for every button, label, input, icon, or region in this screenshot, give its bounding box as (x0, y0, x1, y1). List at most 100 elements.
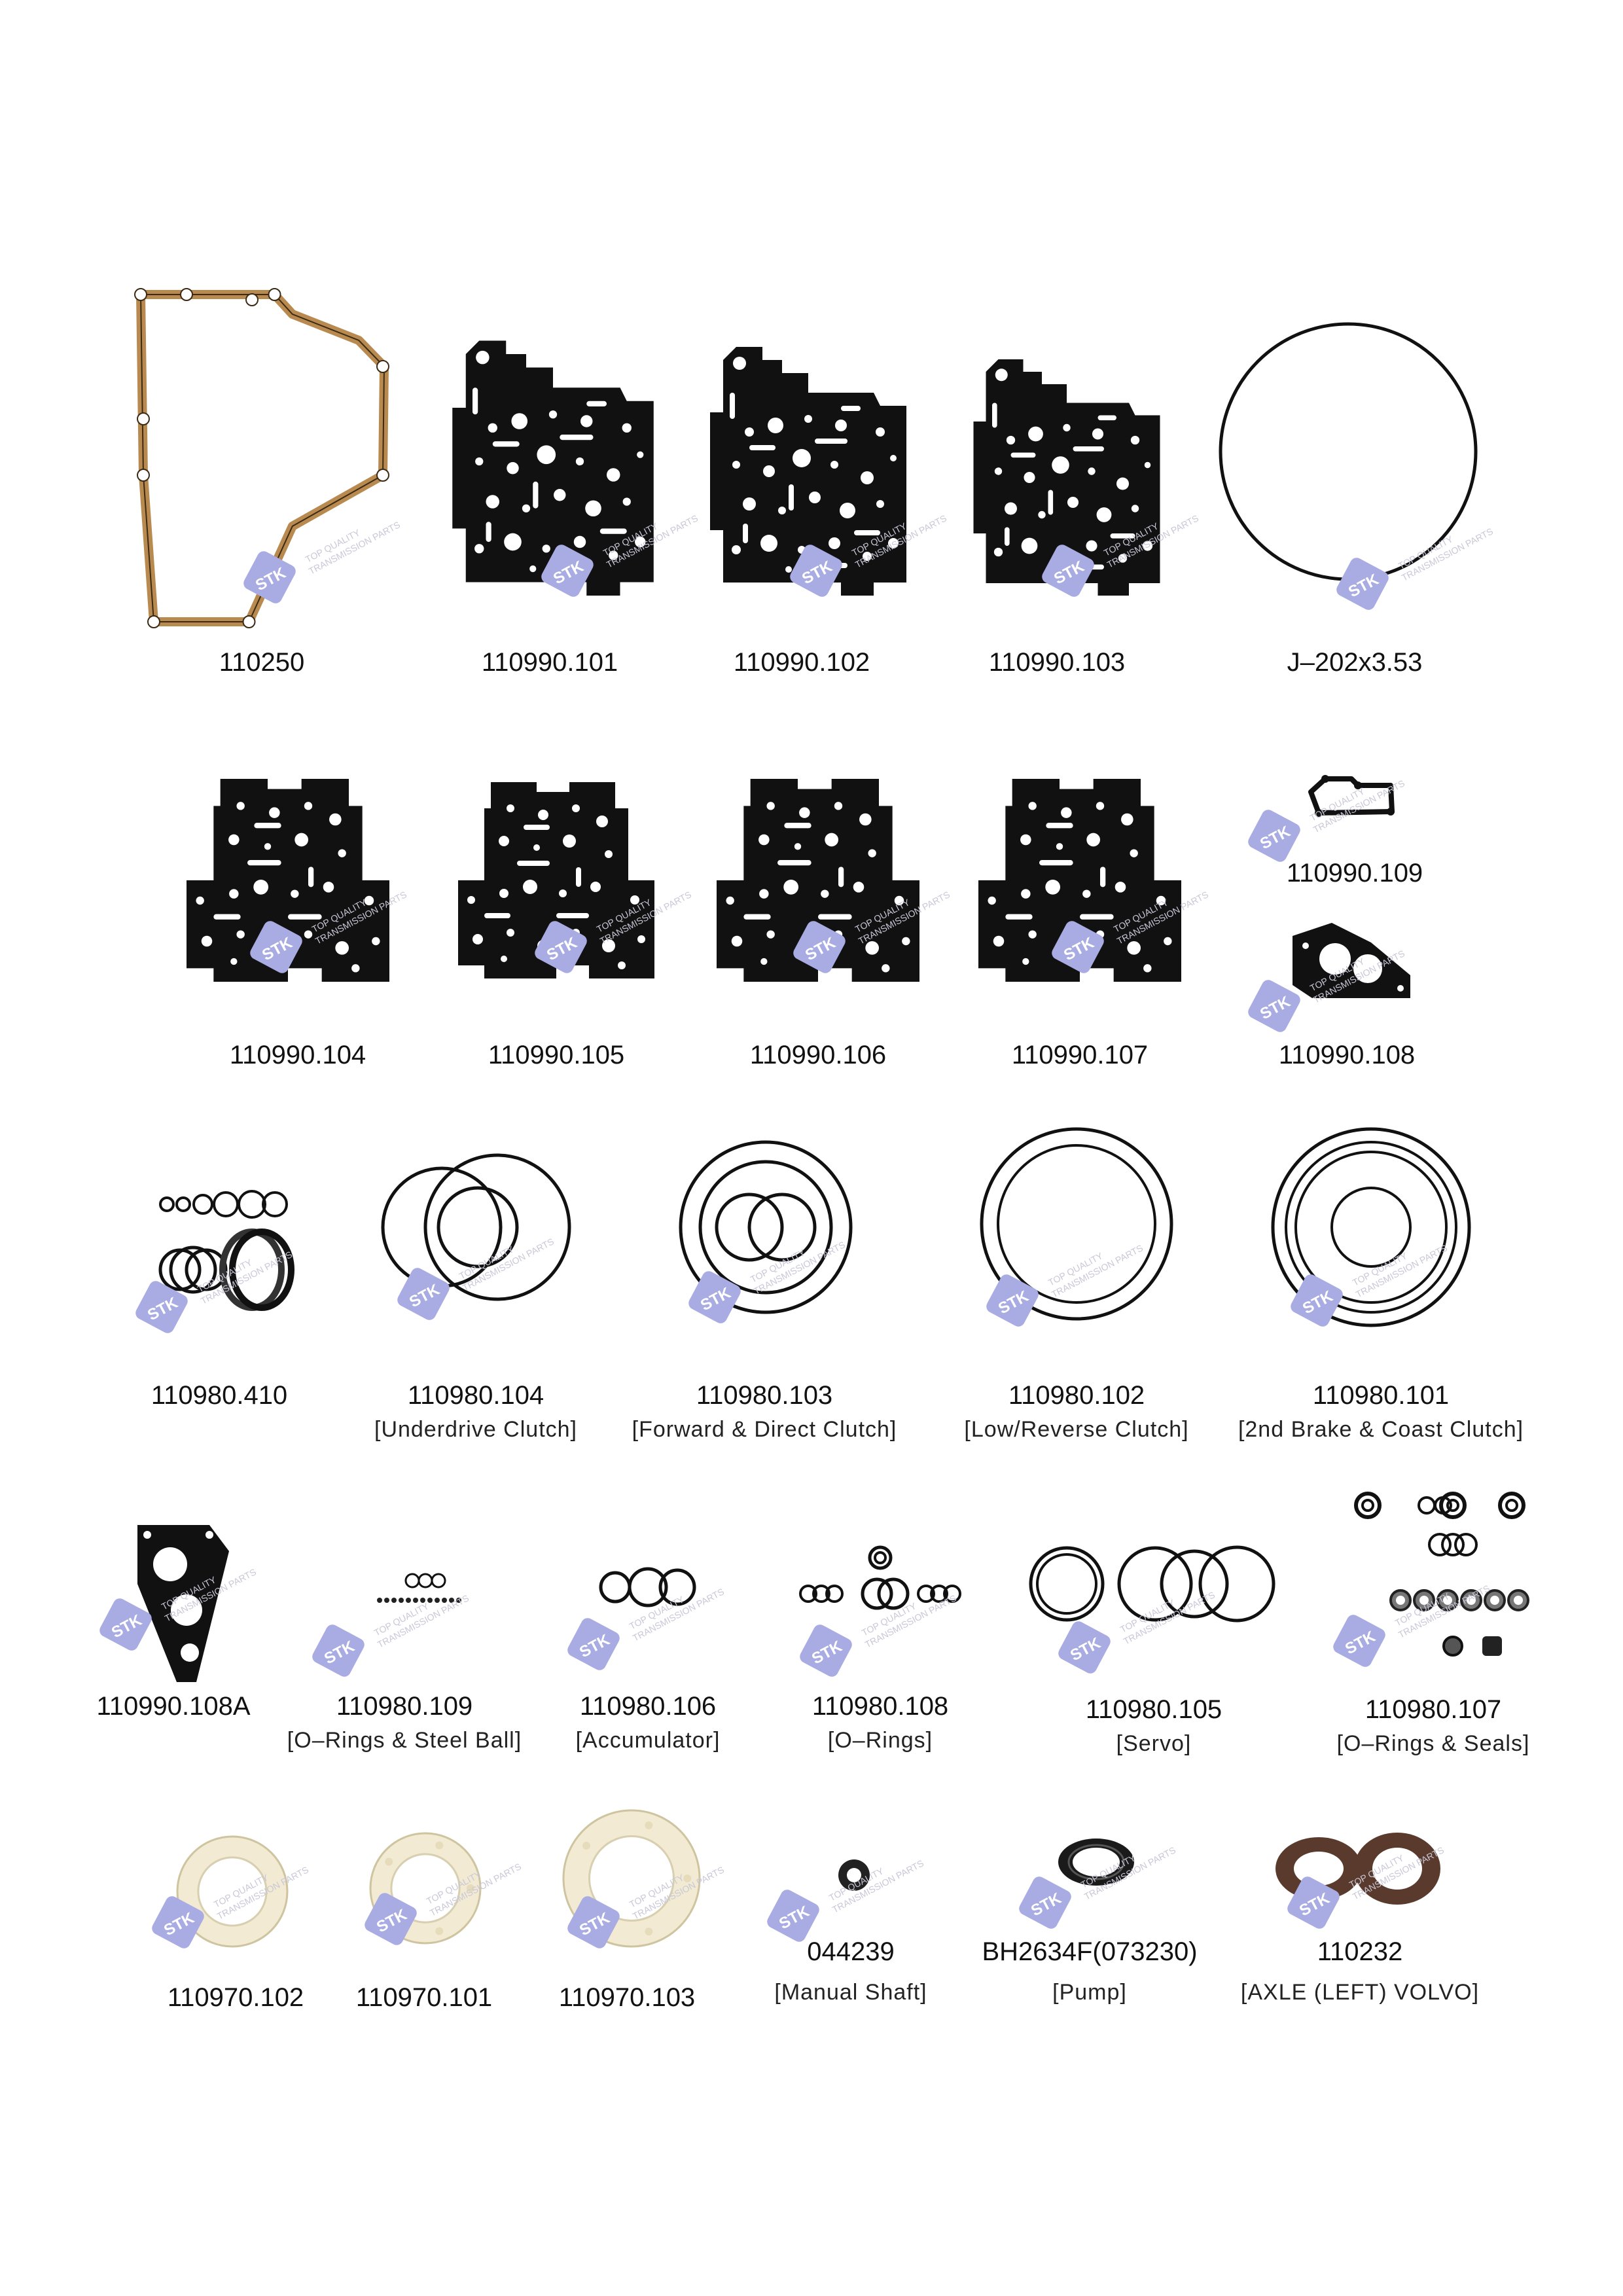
o-ring-steel-ball-icon (353, 1571, 484, 1610)
part-number: 110980.108 (812, 1692, 949, 1721)
part-description: [AXLE (LEFT) VOLVO] (1240, 1980, 1480, 2005)
stk-logo-icon (397, 1268, 450, 1320)
part-number: 110980.103 (696, 1381, 833, 1410)
part-number: 110980.104 (407, 1381, 544, 1410)
part-description: [Accumulator] (575, 1728, 721, 1753)
part-number: 110990.107 (1011, 1041, 1149, 1069)
part-number: 110990.109 (1286, 859, 1423, 888)
oil-seal-icon (1273, 1829, 1443, 1908)
part-number: 110990.106 (749, 1041, 887, 1069)
part-number: 110980.105 (1085, 1695, 1222, 1724)
part-number: BH2634F(073230) (982, 1937, 1198, 1966)
stk-logo-icon (1336, 558, 1389, 610)
part-number: 110970.102 (167, 1983, 304, 2012)
o-ring-set-icon (795, 1545, 965, 1623)
part-number: 044239 (807, 1937, 895, 1966)
stk-logo-icon (243, 551, 296, 603)
stk-logo-icon (767, 1890, 819, 1942)
o-ring-seal-set-icon (1354, 1492, 1529, 1662)
stk-logo-icon (1019, 1876, 1071, 1929)
oil-seal-icon (1054, 1836, 1139, 1888)
stk-logo-icon (688, 1271, 741, 1323)
part-description: [O–Rings & Seals] (1336, 1731, 1530, 1756)
part-number: 110990.103 (988, 648, 1126, 677)
stk-logo-icon (986, 1274, 1039, 1327)
stk-logo-icon (1248, 980, 1300, 1032)
stk-logo-icon (152, 1896, 204, 1948)
stk-logo-icon (1248, 810, 1300, 862)
part-description: [Pump] (1052, 1980, 1127, 2005)
part-number: 110980.410 (151, 1381, 288, 1410)
part-description: [2nd Brake & Coast Clutch] (1238, 1417, 1524, 1442)
thrust-washer-icon (173, 1833, 291, 1950)
part-number: 110990.105 (488, 1041, 625, 1069)
part-number: 110990.104 (229, 1041, 366, 1069)
part-description: [Manual Shaft] (774, 1980, 927, 2005)
part-description: [Servo] (1116, 1731, 1192, 1756)
stk-logo-icon (793, 921, 846, 973)
stk-logo-icon (312, 1624, 365, 1677)
part-description: [O–Rings] (827, 1728, 933, 1753)
small-gasket-icon (131, 1525, 229, 1682)
stk-logo-icon (1042, 545, 1094, 597)
clutch-ring-set-icon (677, 1139, 854, 1316)
part-number: 110990.101 (481, 648, 618, 677)
part-number: 110970.101 (355, 1983, 493, 2012)
part-number: J–202x3.53 (1287, 648, 1423, 677)
stk-logo-icon (535, 921, 587, 973)
stk-logo-icon (790, 545, 842, 597)
stk-logo-icon (1291, 1274, 1343, 1327)
part-number: 110990.108A (96, 1692, 251, 1721)
part-number: 110980.106 (579, 1692, 717, 1721)
stk-logo-icon (1333, 1615, 1385, 1667)
part-description: [Low/Reverse Clutch] (964, 1417, 1189, 1442)
stk-logo-icon (567, 1618, 620, 1670)
stk-logo-icon (365, 1893, 417, 1945)
part-description: [Underdrive Clutch] (374, 1417, 578, 1442)
clutch-ring-set-icon (978, 1126, 1175, 1322)
stk-logo-icon (800, 1624, 852, 1677)
clutch-ring-set-icon (1270, 1126, 1472, 1329)
part-number: 110980.101 (1312, 1381, 1450, 1410)
part-description: [Forward & Direct Clutch] (632, 1417, 897, 1442)
o-ring-set-icon (599, 1558, 697, 1617)
small-gasket-icon (1293, 923, 1410, 1001)
stk-logo-icon (1052, 921, 1104, 973)
part-number: 110990.102 (733, 648, 870, 677)
stk-logo-icon (1287, 1876, 1340, 1929)
cork-pan-gasket-icon (134, 288, 389, 628)
part-number: 110980.107 (1364, 1695, 1502, 1724)
oil-seal-icon (834, 1856, 874, 1895)
part-number: 110980.109 (336, 1692, 473, 1721)
o-ring-set-icon (1027, 1545, 1276, 1623)
part-number: 110970.103 (558, 1983, 696, 2012)
small-gasket-icon (1306, 772, 1397, 818)
stk-logo-icon (567, 1896, 620, 1948)
part-number: 110232 (1317, 1937, 1403, 1966)
part-number: 110250 (219, 648, 305, 677)
